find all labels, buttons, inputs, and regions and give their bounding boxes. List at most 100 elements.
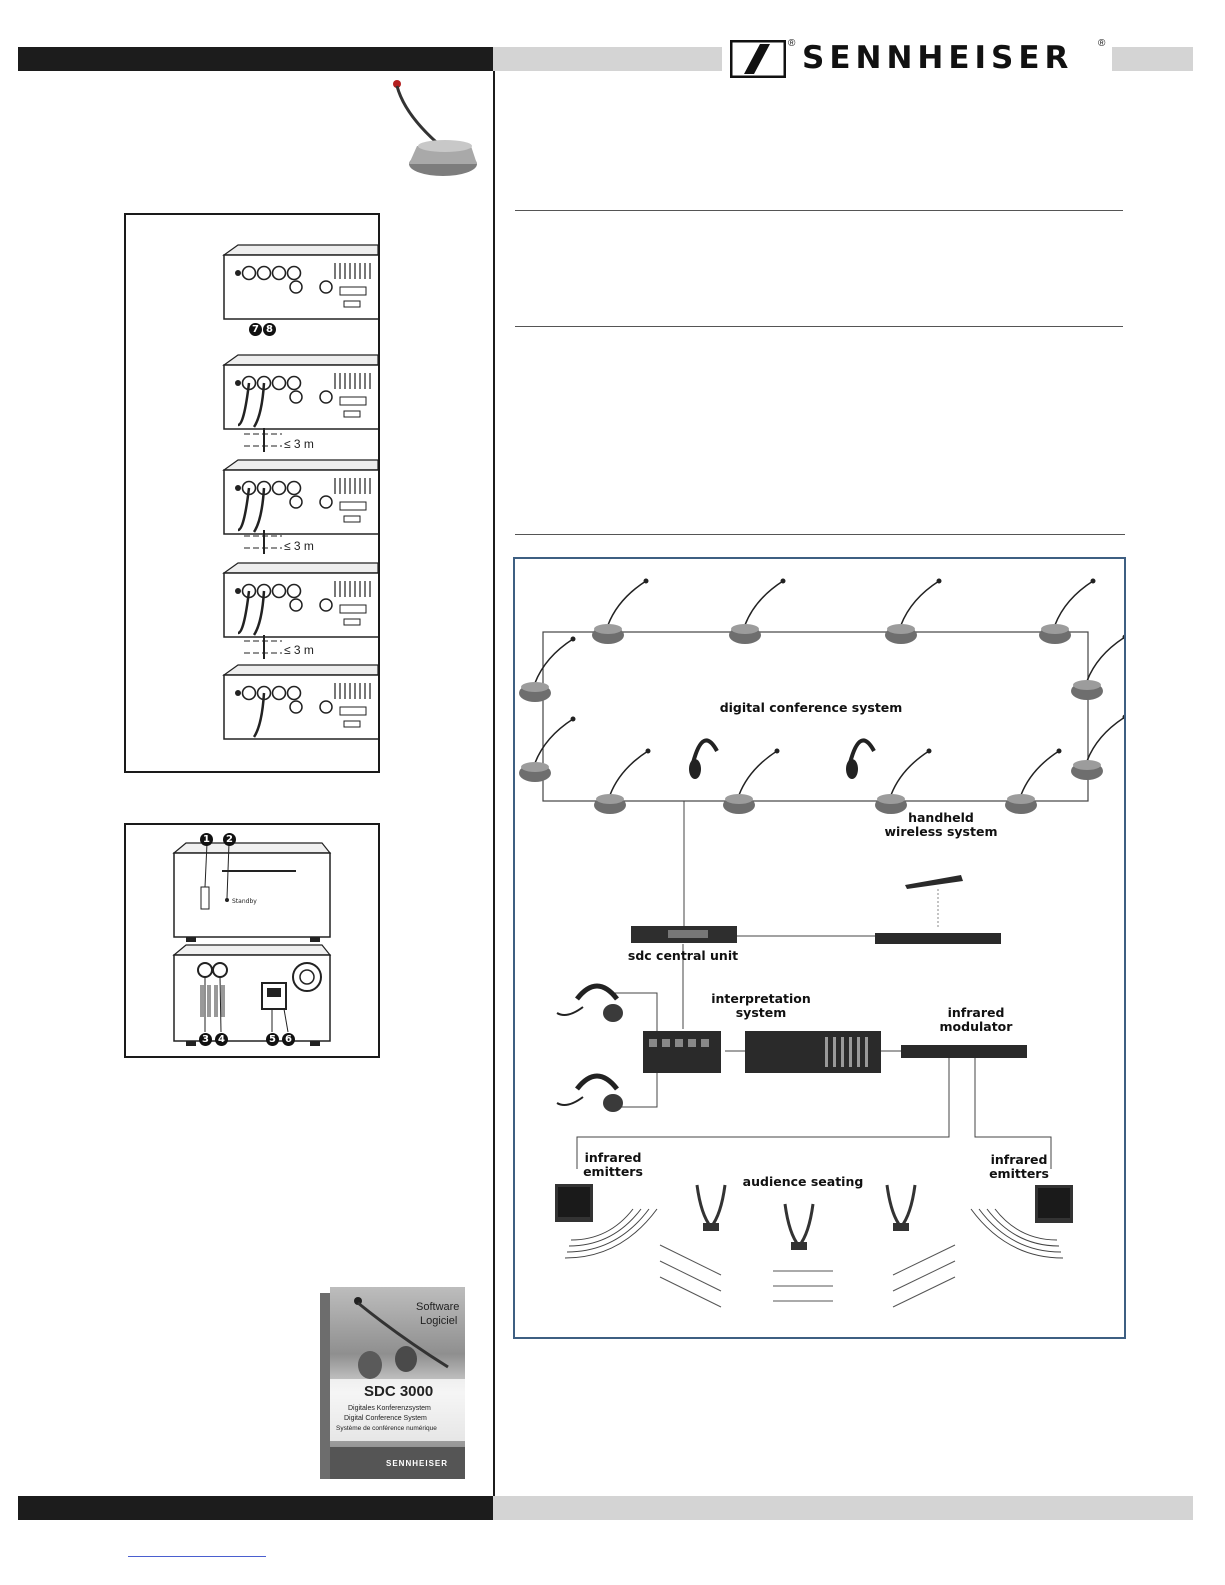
box-title-software: Software bbox=[416, 1301, 460, 1313]
mic-stem bbox=[609, 750, 649, 796]
seating-row bbox=[892, 1244, 956, 1276]
microphone-top bbox=[521, 682, 549, 692]
microphone-top bbox=[1073, 760, 1101, 770]
microphone-top bbox=[594, 624, 622, 634]
screw-icon bbox=[235, 270, 241, 276]
ir-wave bbox=[568, 1208, 642, 1247]
interpreter-console-icon bbox=[643, 1031, 721, 1073]
vent-slot bbox=[354, 373, 356, 389]
console-button bbox=[662, 1039, 670, 1047]
seating-row bbox=[659, 1276, 722, 1308]
cable bbox=[252, 382, 266, 428]
rack-unit-top bbox=[222, 562, 378, 574]
vent-slot bbox=[359, 373, 361, 389]
callout-5: 5 bbox=[266, 1033, 279, 1046]
footer-bar-left bbox=[18, 1496, 493, 1520]
connector-icon bbox=[271, 265, 287, 281]
fader-slot bbox=[833, 1037, 836, 1067]
callout-2: 2 bbox=[223, 833, 236, 846]
mic-stem bbox=[1020, 750, 1060, 796]
emitter-link bbox=[974, 1058, 1052, 1169]
xlr-icon bbox=[289, 598, 303, 612]
rack-unit-top bbox=[222, 244, 378, 256]
sub-d-port bbox=[343, 300, 361, 308]
console-button bbox=[649, 1039, 657, 1047]
section-rule bbox=[515, 326, 1123, 327]
xlr-icon bbox=[319, 280, 333, 294]
xlr-icon bbox=[319, 700, 333, 714]
vent-slot bbox=[344, 263, 346, 279]
vent-slot bbox=[349, 581, 351, 597]
label-interpretation-system: interpretation system bbox=[711, 991, 811, 1020]
microphone-top bbox=[1073, 680, 1101, 690]
cable bbox=[237, 382, 251, 427]
ir-receiver-body bbox=[791, 1242, 807, 1250]
interpretation-rack-icon bbox=[745, 1031, 881, 1073]
mic-stem bbox=[744, 580, 784, 626]
headset-cup bbox=[603, 1094, 623, 1112]
sub-d-port bbox=[343, 618, 361, 626]
power-supply-drawing: Standby bbox=[172, 842, 332, 1046]
box-brand: SENNHEISER bbox=[386, 1459, 449, 1468]
box-subtitle-fr: Système de conférence numérique bbox=[336, 1425, 437, 1432]
screw-icon bbox=[235, 485, 241, 491]
software-box: Software Logiciel SDC 3000 Digitales Kon… bbox=[320, 1287, 465, 1479]
vent-slot bbox=[359, 478, 361, 494]
xlr-icon bbox=[289, 495, 303, 509]
mic-stem bbox=[890, 750, 930, 796]
microphone-top bbox=[596, 794, 624, 804]
xlr-icon bbox=[289, 390, 303, 404]
microphone-top bbox=[877, 794, 905, 804]
box-cover: Software Logiciel SDC 3000 Digitales Kon… bbox=[330, 1287, 465, 1479]
headset-boom bbox=[556, 1096, 584, 1106]
connector-icon bbox=[271, 375, 287, 391]
callout-7: 7 bbox=[249, 323, 262, 336]
footer-link-underline bbox=[128, 1556, 266, 1557]
system-diagram: digital conference system handheld wirel… bbox=[513, 557, 1126, 1339]
vent-slot bbox=[344, 478, 346, 494]
rack-unit-top bbox=[222, 354, 378, 366]
mic-stem bbox=[607, 580, 647, 626]
xlr-icon bbox=[319, 390, 333, 404]
xlr-icon bbox=[289, 280, 303, 294]
vent-slot bbox=[344, 373, 346, 389]
headset-boom bbox=[556, 1006, 584, 1016]
device-chain-figure: ≤ 3 m ≤ 3 m ≤ 3 m 7 8 bbox=[124, 213, 380, 773]
microphone-top bbox=[521, 762, 549, 772]
label-audience-seating: audience seating bbox=[742, 1174, 864, 1189]
headphones-cup bbox=[689, 759, 701, 779]
vent-slot bbox=[334, 373, 336, 389]
vent-slot bbox=[369, 263, 371, 279]
vent-slot bbox=[339, 478, 341, 494]
vent-slot bbox=[369, 683, 371, 699]
cable bbox=[252, 590, 266, 636]
fader-slot bbox=[841, 1037, 844, 1067]
ir-receiver-icon bbox=[885, 1184, 917, 1230]
mic-stem bbox=[738, 750, 778, 796]
ir-receiver-body bbox=[893, 1223, 909, 1231]
box-cover-art bbox=[330, 1297, 465, 1479]
sub-d-port bbox=[339, 706, 367, 716]
box-title-logiciel: Logiciel bbox=[420, 1315, 458, 1327]
ir-receiver-icon bbox=[695, 1184, 727, 1230]
label-infrared-emitters-right: infrared emitters bbox=[989, 1152, 1049, 1181]
vent-slot bbox=[334, 478, 336, 494]
sub-d-port bbox=[343, 515, 361, 523]
vent-slot bbox=[339, 263, 341, 279]
vent-slot bbox=[359, 263, 361, 279]
box-product-name: SDC 3000 bbox=[364, 1383, 434, 1400]
cable bbox=[237, 590, 251, 635]
connector-icon bbox=[271, 685, 287, 701]
vent-slot bbox=[369, 581, 371, 597]
vent-slot bbox=[349, 373, 351, 389]
seating-row bbox=[892, 1276, 956, 1308]
wireless-receiver-icon bbox=[875, 933, 1001, 944]
microphone-top bbox=[1041, 624, 1069, 634]
ir-wave bbox=[570, 1208, 634, 1241]
vent-slot bbox=[354, 683, 356, 699]
callout-3: 3 bbox=[199, 1033, 212, 1046]
callout-8: 8 bbox=[263, 323, 276, 336]
callout-4: 4 bbox=[215, 1033, 228, 1046]
microphone-top bbox=[1007, 794, 1035, 804]
connector-icon bbox=[286, 375, 302, 391]
